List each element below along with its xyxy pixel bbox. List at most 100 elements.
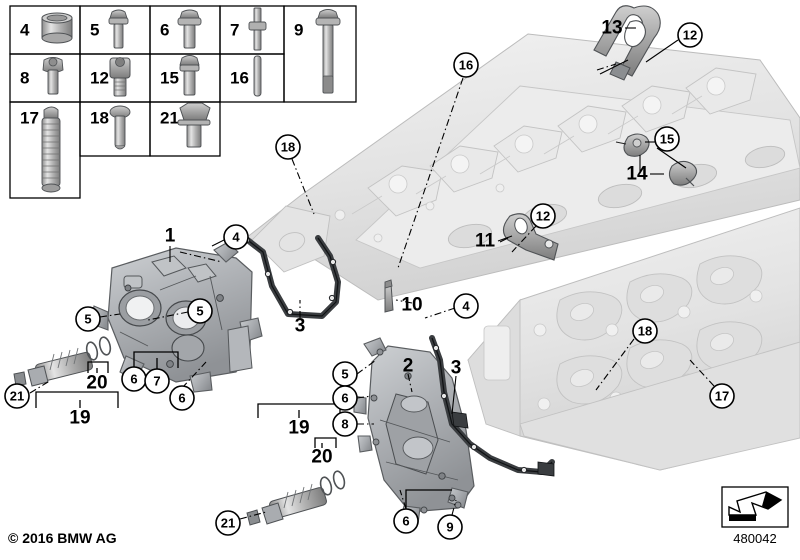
callout-label: 15 <box>660 132 674 147</box>
socket-head-bolt-icon <box>109 57 131 97</box>
pan-head-screw-icon <box>109 105 131 150</box>
label-2: 2 <box>403 356 414 377</box>
part-11-bracket <box>502 213 559 261</box>
legend-cell-12[interactable]: 12 <box>90 57 131 97</box>
label-10: 10 <box>401 295 422 316</box>
callout-16[interactable]: 16 <box>453 52 479 78</box>
callout-label: 21 <box>221 516 235 531</box>
callout-9-bottom[interactable]: 9 <box>437 514 463 540</box>
leader-lines <box>29 39 715 520</box>
label-1: 1 <box>165 226 176 247</box>
legend-number: 15 <box>160 69 179 88</box>
callout-21-left[interactable]: 21 <box>4 383 30 409</box>
legend-cell-4[interactable]: 4 <box>20 12 73 44</box>
parts-legend-table: 4 5 6 7 <box>9 5 357 199</box>
legend-number: 12 <box>90 69 109 88</box>
callout-12-mid[interactable]: 12 <box>530 203 556 229</box>
torx-bolt-icon <box>42 57 64 95</box>
callout-label: 16 <box>459 58 473 73</box>
part-2-cover <box>353 337 475 525</box>
callout-7[interactable]: 7 <box>144 368 170 394</box>
part-3-gasket-lower <box>429 335 555 477</box>
callout-label: 8 <box>341 417 348 432</box>
callout-label: 5 <box>196 304 203 319</box>
part-19-solenoid-bottom <box>246 483 327 526</box>
callout-label: 4 <box>462 299 470 314</box>
callout-label: 21 <box>10 389 24 404</box>
callout-label: 18 <box>281 140 295 155</box>
diagram-number: 480042 <box>733 531 776 546</box>
label-14: 14 <box>626 164 648 185</box>
legend-number: 9 <box>294 21 303 40</box>
label-13: 13 <box>601 18 622 39</box>
legend-number: 8 <box>20 69 29 88</box>
callout-4-top[interactable]: 4 <box>223 224 249 250</box>
big-number-layer: 13 14 11 1 3 10 20 19 2 3 19 20 <box>69 18 664 468</box>
legend-number: 4 <box>20 21 30 40</box>
callout-5-left[interactable]: 5 <box>75 306 101 332</box>
callout-21-bottom[interactable]: 21 <box>215 510 241 536</box>
legend-cell-17[interactable]: 17 <box>20 106 61 193</box>
callout-label: 6 <box>341 391 348 406</box>
callout-17-right[interactable]: 17 <box>709 383 735 409</box>
illustration <box>13 5 800 526</box>
callout-5-mid[interactable]: 5 <box>187 298 213 324</box>
hex-head-bolt-icon <box>177 102 211 148</box>
callout-label: 17 <box>715 389 729 404</box>
stud-bolt-icon <box>248 7 267 51</box>
callout-6-b[interactable]: 6 <box>332 385 358 411</box>
callout-label: 6 <box>178 391 185 406</box>
orientation-arrow-box <box>721 486 789 528</box>
callout-15[interactable]: 15 <box>654 126 680 152</box>
legend-cell-15[interactable]: 15 <box>160 55 200 96</box>
legend-cell-21[interactable]: 21 <box>160 102 211 148</box>
long-flange-bolt-icon <box>315 9 341 94</box>
callout-8-b[interactable]: 8 <box>332 411 358 437</box>
callout-label: 4 <box>232 230 240 245</box>
small-flange-bolt-icon <box>179 55 200 96</box>
legend-number: 21 <box>160 109 179 128</box>
label-20-left: 20 <box>86 373 107 394</box>
callout-label: 7 <box>153 374 160 389</box>
legend-cell-7[interactable]: 7 <box>230 7 267 51</box>
callout-label: 6 <box>402 514 409 529</box>
legend-number: 16 <box>230 69 249 88</box>
fastener-marks <box>370 348 462 514</box>
callout-12-top[interactable]: 12 <box>677 22 703 48</box>
flange-bolt-icon <box>108 9 129 49</box>
callout-label: 12 <box>683 28 697 43</box>
part-20-seal-rings-left <box>85 336 112 361</box>
callout-5-b[interactable]: 5 <box>332 361 358 387</box>
label-3-right: 3 <box>451 358 462 379</box>
legend-cell-16[interactable]: 16 <box>230 55 262 97</box>
callout-6-bottom[interactable]: 6 <box>393 508 419 534</box>
label-19-left: 19 <box>69 408 90 429</box>
label-3-left: 3 <box>295 316 306 337</box>
legend-number: 5 <box>90 21 99 40</box>
legend-number: 7 <box>230 21 239 40</box>
callout-18-top-left[interactable]: 18 <box>275 134 301 160</box>
callout-layer: 18 16 12 15 12 4 5 5 <box>4 22 735 540</box>
callout-label: 9 <box>446 520 453 535</box>
dowel-pin-icon <box>253 55 262 97</box>
legend-number: 6 <box>160 21 169 40</box>
legend-cell-6[interactable]: 6 <box>160 9 202 49</box>
callout-4-mid[interactable]: 4 <box>453 293 479 319</box>
legend-cell-8[interactable]: 8 <box>20 57 64 95</box>
part-10-dowel-pin <box>384 279 394 313</box>
callout-label: 5 <box>84 312 91 327</box>
legend-cell-18[interactable]: 18 <box>90 105 131 150</box>
flange-bolt-icon <box>177 9 202 49</box>
label-20-right: 20 <box>311 447 332 468</box>
callout-6-lower[interactable]: 6 <box>169 385 195 411</box>
part-14-sensor <box>615 133 650 157</box>
callout-label: 5 <box>341 367 348 382</box>
callout-label: 18 <box>638 324 652 339</box>
callout-6-left[interactable]: 6 <box>121 366 147 392</box>
legend-cell-9[interactable]: 9 <box>294 9 341 94</box>
callout-18-right[interactable]: 18 <box>632 318 658 344</box>
legend-cell-5[interactable]: 5 <box>90 9 129 49</box>
part-20-seal-rings-bottom <box>319 470 346 496</box>
part-15-bolt-instance <box>668 160 698 187</box>
